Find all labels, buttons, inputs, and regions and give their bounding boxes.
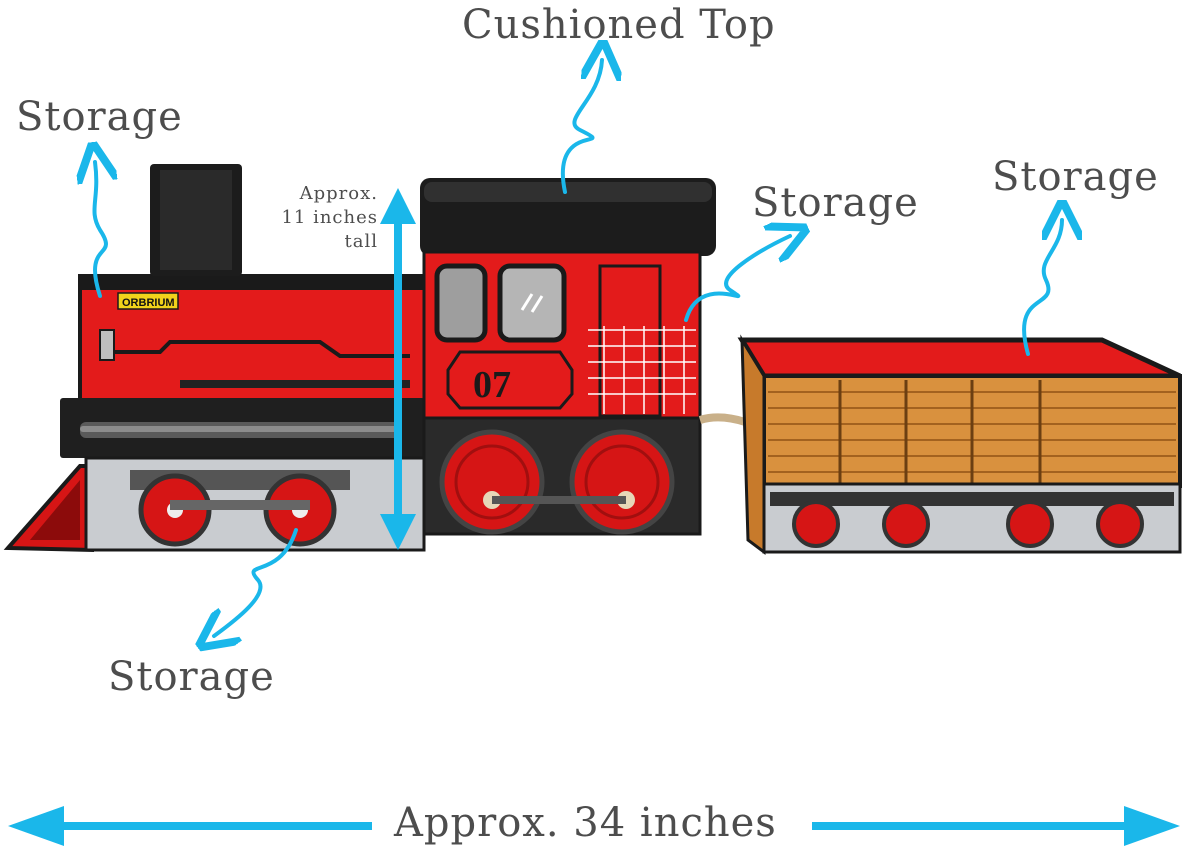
arrow-storage-cab bbox=[684, 236, 790, 322]
car-wheels bbox=[792, 500, 1144, 548]
height-arrow bbox=[380, 188, 416, 550]
cab-window-left bbox=[434, 263, 488, 343]
cab-number: 07 bbox=[473, 364, 511, 406]
locomotive-front: ORBRIUM bbox=[3, 164, 427, 553]
arrow-cushioned-top bbox=[561, 60, 602, 194]
rope-coupling bbox=[698, 413, 747, 426]
annotation-arrows bbox=[94, 60, 1062, 636]
arrow-storage-smokestack bbox=[94, 162, 106, 298]
width-arrow bbox=[8, 806, 1180, 846]
cab-window-right bbox=[497, 263, 567, 343]
cab-wheel-left bbox=[439, 429, 545, 535]
label-cushioned-top: Cushioned Top bbox=[462, 2, 776, 48]
label-height-line3: tall bbox=[344, 231, 378, 252]
label-height-line1: Approx. bbox=[299, 183, 378, 204]
cab-wheel-right bbox=[569, 429, 675, 535]
label-storage-cab: Storage bbox=[752, 180, 919, 226]
arrow-storage-bottom bbox=[214, 528, 298, 636]
cargo-car bbox=[737, 334, 1182, 555]
label-storage-bottom: Storage bbox=[108, 654, 275, 700]
locomotive-cab: 07 bbox=[420, 178, 716, 536]
label-height: Approx. 11 inches tall bbox=[262, 182, 378, 254]
label-storage-smokestack: Storage bbox=[16, 94, 183, 140]
label-width: Approx. 34 inches bbox=[394, 800, 777, 846]
label-storage-car: Storage bbox=[992, 154, 1159, 200]
arrow-storage-car bbox=[1022, 220, 1062, 356]
label-height-line2: 11 inches bbox=[281, 207, 378, 228]
brand-plate-text: ORBRIUM bbox=[122, 297, 175, 309]
